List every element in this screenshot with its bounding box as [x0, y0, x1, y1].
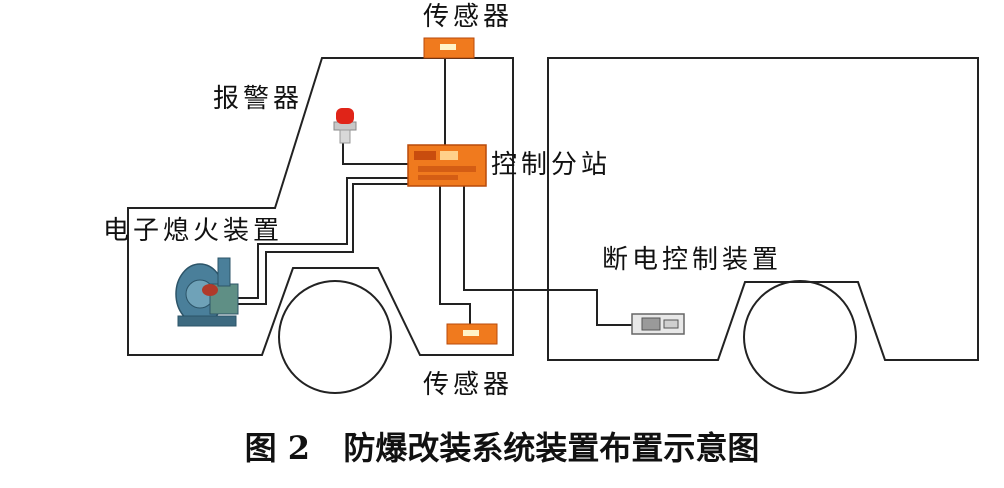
- cargo-box-outline: [547, 57, 979, 361]
- figure-caption: 图 2 防爆改装系统装置布置示意图: [0, 432, 1004, 464]
- label-power-cutoff: 断电控制装置: [602, 245, 783, 275]
- alarm-device: [333, 108, 357, 144]
- figure-title: 防爆改装系统装置布置示意图: [343, 429, 760, 467]
- cab-outline: [127, 57, 514, 356]
- control-substation-device: [407, 144, 487, 187]
- label-alarm: 报警器: [213, 84, 304, 114]
- sensor-bottom-device: [446, 323, 498, 345]
- rear-wheel: [743, 280, 857, 394]
- wiring: [238, 58, 632, 326]
- sensor-top-device: [423, 37, 475, 59]
- front-wheel: [278, 280, 392, 394]
- figure-number: 图 2: [244, 429, 310, 467]
- label-sensor-top: 传感器: [423, 2, 514, 32]
- label-ignition-device: 电子熄火装置: [103, 216, 284, 246]
- label-control-substation: 控制分站: [491, 150, 612, 180]
- ignition-device: [175, 257, 239, 327]
- power-cutoff-device: [631, 313, 685, 335]
- label-sensor-bottom: 传感器: [423, 370, 514, 400]
